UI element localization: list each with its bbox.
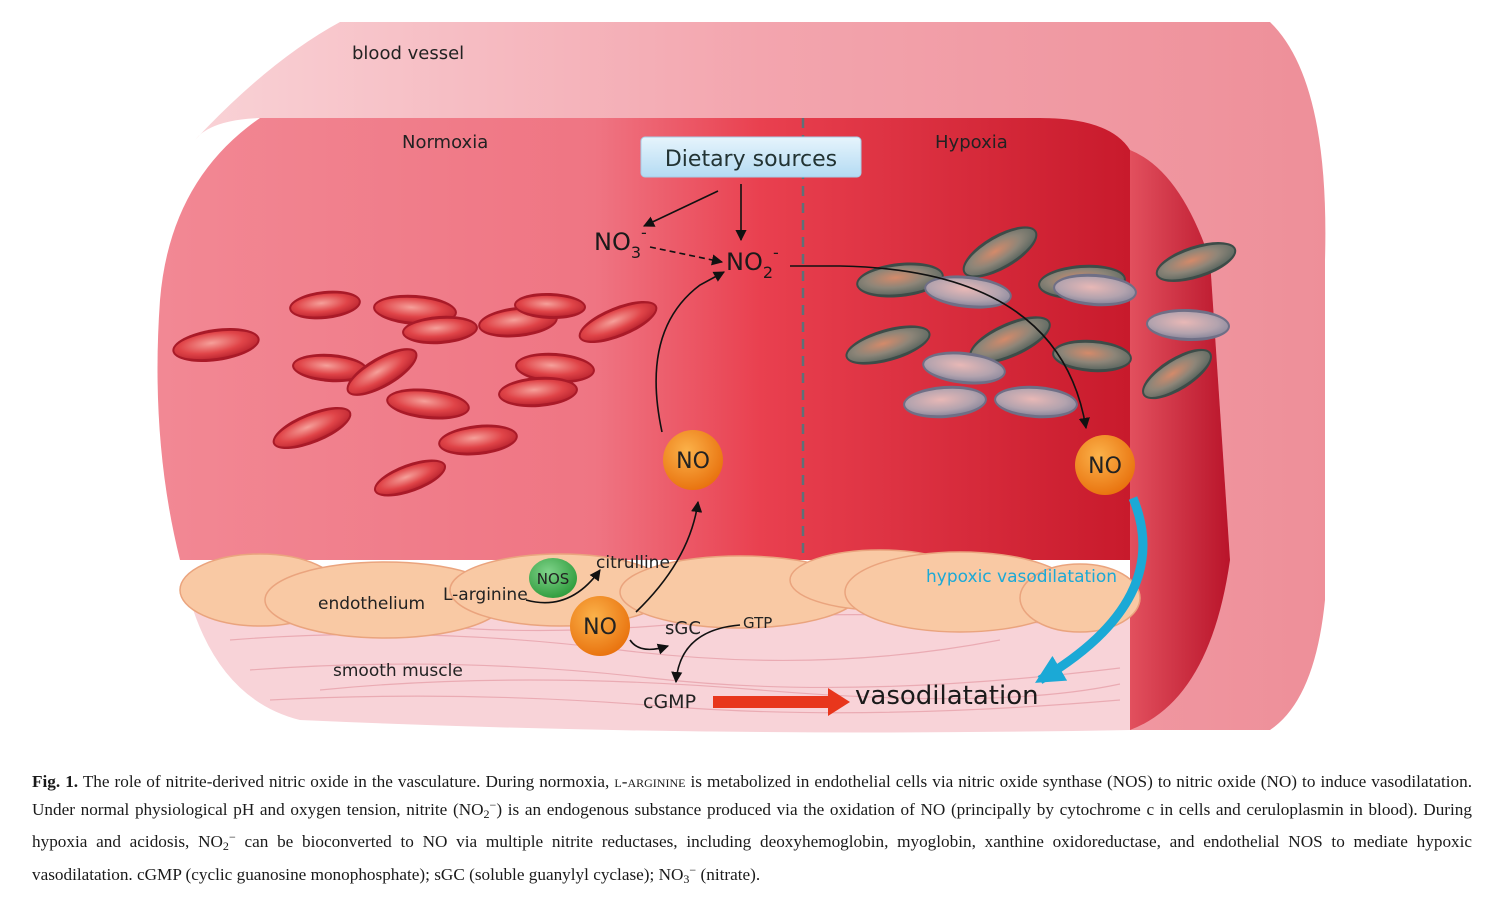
caption-l-arginine: l-arginine: [614, 772, 686, 791]
svg-text:NO: NO: [1088, 454, 1122, 479]
hypoxic-vasodilatation-label: hypoxic vasodilatation: [926, 567, 1117, 587]
figure-caption: Fig. 1. The role of nitrite-derived nitr…: [32, 770, 1472, 891]
caption-nitrite: NO2−: [198, 830, 236, 853]
sgc-label: sGC: [665, 618, 701, 639]
svg-text:NO: NO: [583, 615, 617, 640]
nitrite-label: NO2-: [726, 243, 779, 282]
caption-nitrite: NO2−: [458, 797, 497, 821]
dietary-sources-label: Dietary sources: [665, 147, 837, 172]
caption-text: is metabolized in endothelial cells via …: [32, 772, 1473, 819]
caption-nitrate: NO3−: [658, 862, 697, 886]
oxygenated-red-blood-cells: [172, 290, 658, 497]
deoxygenated-red-blood-cells: [845, 226, 1237, 419]
caption-text: (nitrate).: [700, 864, 761, 884]
gtp-label: GTP: [743, 614, 772, 632]
cgmp-vasodilatation-arrow: [713, 688, 850, 716]
nos-enzyme: NOS: [529, 558, 577, 598]
vasodilatation-label: vasodilatation: [855, 681, 1039, 711]
hypoxia-label: Hypoxia: [935, 132, 1008, 153]
figure-number: Fig. 1.: [32, 772, 79, 791]
citrulline-label: citrulline: [596, 553, 670, 573]
svg-text:NO: NO: [676, 449, 710, 474]
endothelium-layer: [179, 549, 1141, 639]
blood-vessel-label: blood vessel: [352, 43, 464, 64]
pathway-arrows: [525, 184, 1090, 684]
smooth-muscle-label: smooth muscle: [333, 661, 463, 681]
nitrite-vasculature-diagram: blood vessel Normoxia Hypoxia Dietary so…: [157, 22, 1326, 733]
nitrate-label: NO3-: [594, 223, 647, 262]
caption-text: The role of nitrite-derived nitric oxide…: [82, 772, 610, 791]
caption-text: ) is an endogenous substance produced vi…: [32, 799, 1472, 852]
l-arginine-label: L-arginine: [443, 585, 528, 605]
normoxia-label: Normoxia: [402, 132, 488, 153]
dietary-sources-box: Dietary sources: [640, 136, 862, 178]
no-circle-normoxia: NO: [663, 430, 723, 490]
vessel-lumen: [157, 118, 1130, 560]
no-circle-hypoxia: NO: [1075, 435, 1135, 495]
vessel-wall: [195, 22, 1326, 730]
hypoxic-vasodilatation-arrow: [1035, 496, 1148, 684]
svg-text:NOS: NOS: [537, 570, 570, 588]
cgmp-label: cGMP: [643, 691, 696, 713]
caption-text: can be bioconverted to NO via multiple n…: [32, 832, 1473, 884]
endothelium-label: endothelium: [318, 594, 425, 614]
no-circle-endothelium: NO: [570, 596, 630, 656]
